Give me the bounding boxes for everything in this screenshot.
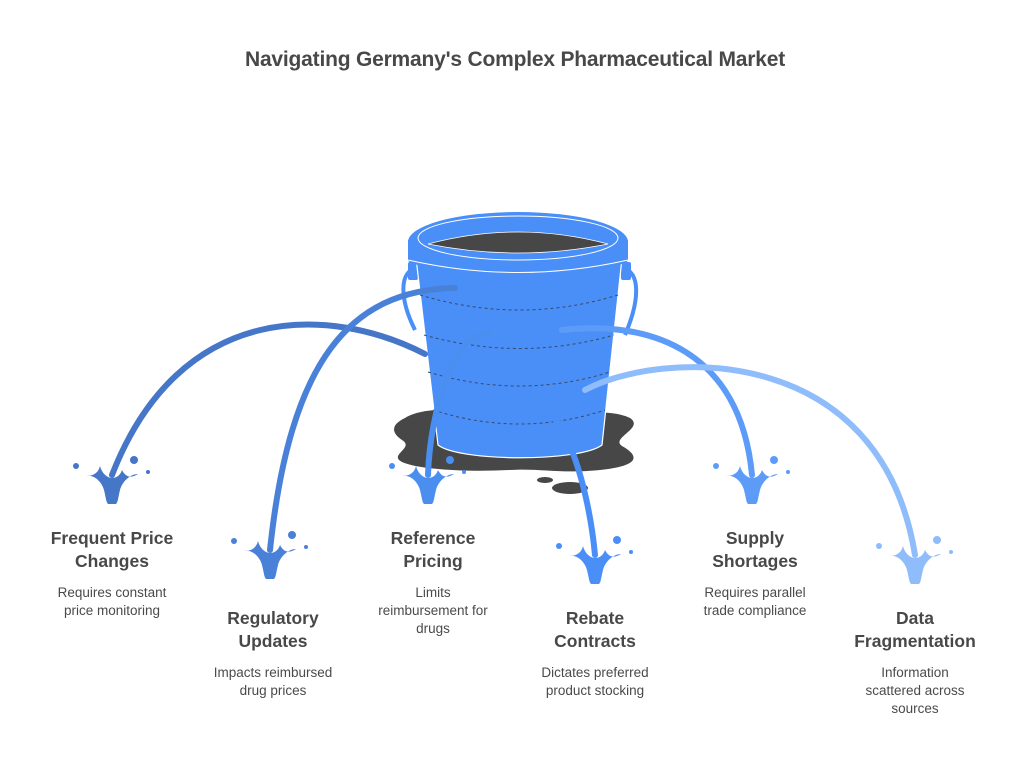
splash-droplet [613, 536, 621, 544]
splash-droplet [713, 463, 719, 469]
stream-rebate-contracts [527, 405, 598, 558]
stream-supply-shortages [559, 325, 755, 478]
bucket [407, 212, 629, 459]
stream-data-fragmentation [582, 364, 918, 558]
splash-frequent-price-changes [73, 456, 150, 504]
splash-droplet [629, 550, 633, 554]
diagram-title: Navigating Germany's Complex Pharmaceuti… [244, 48, 786, 71]
splash-data-fragmentation [876, 536, 953, 584]
stream-frequent-price-changes [109, 321, 428, 478]
splash-shape [889, 546, 941, 584]
splash-shape [244, 541, 296, 579]
splash-droplet [462, 470, 466, 474]
splash-droplet [288, 531, 296, 539]
splash-reference-pricing [389, 456, 466, 504]
splash-droplet [446, 456, 454, 464]
splash-droplet [786, 470, 790, 474]
splash-droplet [933, 536, 941, 544]
stream-regulatory-updates [267, 285, 458, 553]
splash-shape [726, 466, 778, 504]
splash-droplet [556, 543, 562, 549]
splash-droplet [770, 456, 778, 464]
splash-droplet [146, 470, 150, 474]
streams [109, 285, 918, 558]
bucket-liquid [427, 231, 609, 254]
splash-droplet [130, 456, 138, 464]
splash-shape [86, 466, 138, 504]
splash-droplet [73, 463, 79, 469]
splash-droplet [231, 538, 237, 544]
splash-droplet [389, 463, 395, 469]
splash-shape [569, 546, 621, 584]
splash-droplet [304, 545, 308, 549]
splash-rebate-contracts [556, 536, 633, 584]
splash-supply-shortages [713, 456, 790, 504]
splash-droplet [876, 543, 882, 549]
splash-regulatory-updates [231, 531, 308, 579]
stream-reference-pricing [425, 330, 493, 478]
splash-droplet [949, 550, 953, 554]
splash-shape [402, 466, 454, 504]
